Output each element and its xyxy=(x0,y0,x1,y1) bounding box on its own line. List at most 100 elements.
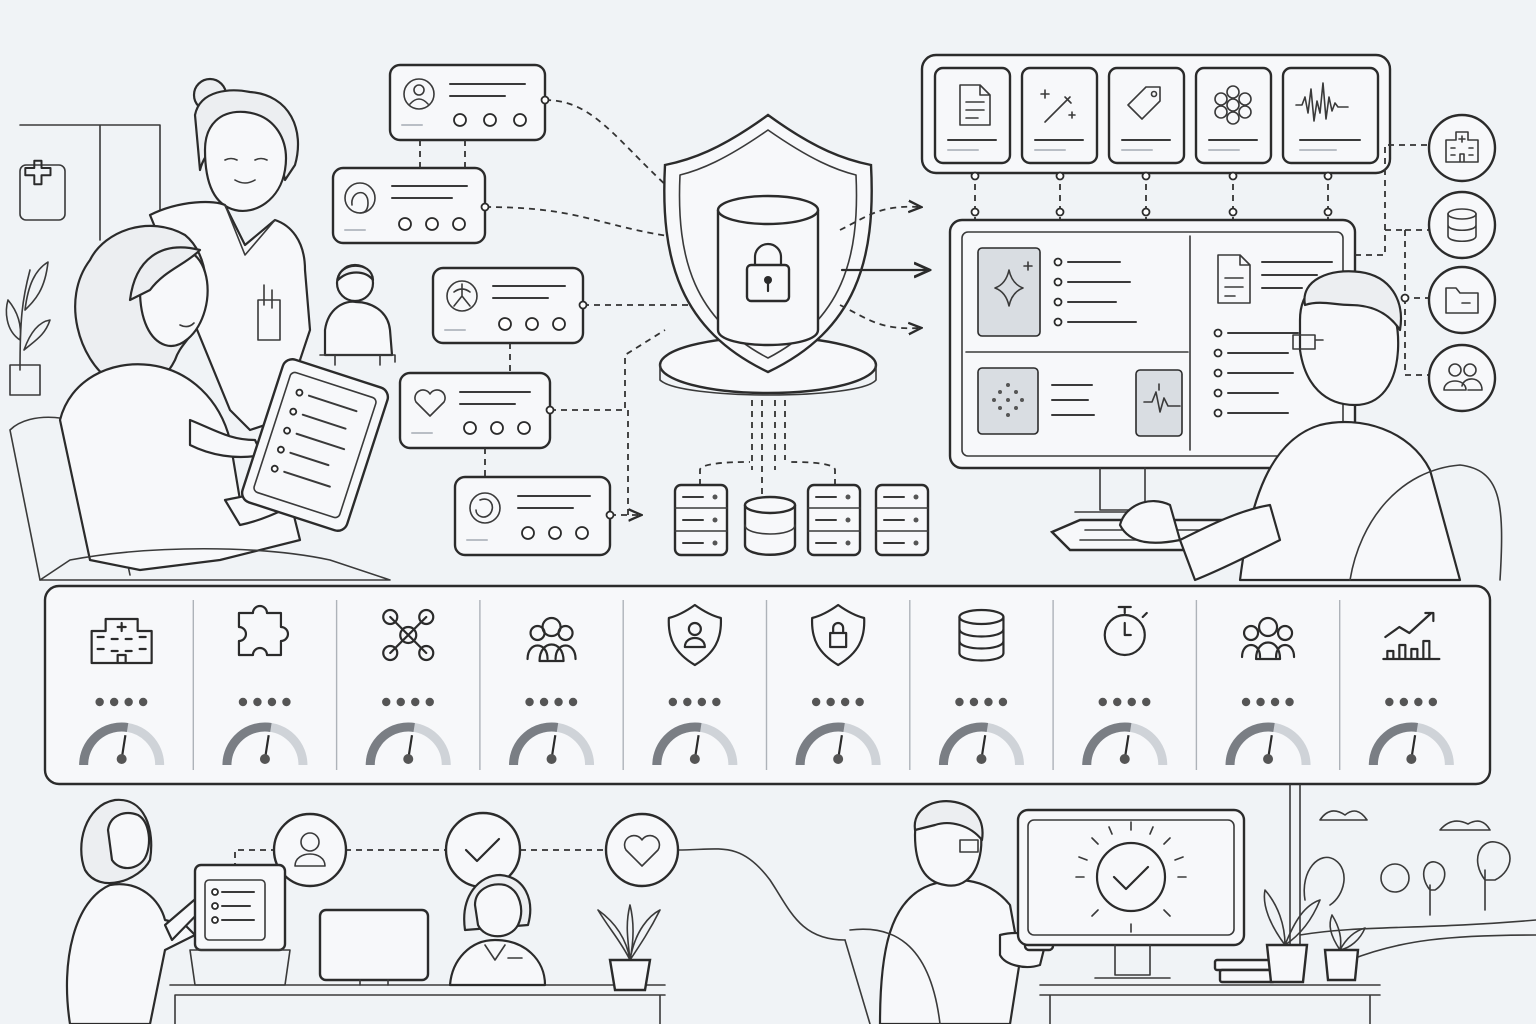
waveform-icon xyxy=(1295,82,1349,122)
check-burst-icon xyxy=(1075,821,1187,933)
document-icon xyxy=(959,84,991,126)
folder-icon xyxy=(1445,287,1479,314)
status-dot xyxy=(855,697,864,707)
status-dot xyxy=(1256,697,1265,707)
analytics-monitor[interactable] xyxy=(948,218,1357,513)
status-dot xyxy=(1113,697,1122,707)
metric-cell[interactable] xyxy=(79,617,165,766)
hospital-badge[interactable] xyxy=(1427,113,1497,183)
imaging-record-card[interactable] xyxy=(453,475,612,557)
puzzle-icon xyxy=(237,604,290,657)
profile-icon xyxy=(344,182,376,214)
metric-cell[interactable] xyxy=(479,600,595,770)
database-icon xyxy=(743,495,797,556)
status-dot xyxy=(1098,697,1107,707)
status-dot xyxy=(1285,697,1294,707)
folder-badge[interactable] xyxy=(1427,265,1497,335)
gauge xyxy=(938,722,1024,766)
user-icon xyxy=(294,832,326,867)
scan-icon xyxy=(446,280,478,312)
signal-panel xyxy=(977,367,1183,437)
metric-cell[interactable] xyxy=(1338,600,1454,770)
status-dot xyxy=(1428,697,1438,707)
nurse-figure xyxy=(148,77,312,432)
status-dot xyxy=(984,697,993,707)
status-dot xyxy=(396,697,405,707)
status-dot xyxy=(826,697,835,707)
users-badge[interactable] xyxy=(1427,343,1497,413)
server-rack-icon xyxy=(673,483,729,557)
organ-scan-icon xyxy=(469,492,501,524)
check-in-kiosk[interactable] xyxy=(189,863,291,986)
ecg-icon xyxy=(1143,383,1181,413)
status-monitor[interactable] xyxy=(1016,808,1246,979)
status-dot xyxy=(1127,697,1136,707)
status-dot xyxy=(1241,697,1251,707)
journey-step-user[interactable] xyxy=(272,812,348,888)
plant-icon xyxy=(597,904,661,992)
gauge xyxy=(222,722,308,766)
status-dot xyxy=(109,697,119,707)
lock-shield-icon xyxy=(811,603,866,667)
tablet-device[interactable] xyxy=(240,357,391,534)
user-record-card[interactable] xyxy=(388,63,547,142)
journey-step-heart[interactable] xyxy=(604,812,680,888)
status-dot xyxy=(282,697,291,707)
status-dot xyxy=(811,697,821,707)
metric-cell[interactable] xyxy=(1195,600,1311,770)
module-network[interactable] xyxy=(1194,66,1273,165)
gauge xyxy=(365,722,451,766)
module-document[interactable] xyxy=(933,66,1012,165)
report-panel xyxy=(1213,254,1333,418)
module-magic-wand[interactable] xyxy=(1020,66,1099,165)
metric-cell[interactable] xyxy=(335,600,451,770)
cardiology-record-card[interactable] xyxy=(398,371,552,450)
scan-record-card[interactable] xyxy=(431,266,585,345)
user-shield-icon xyxy=(667,603,722,667)
sparkle-icon xyxy=(994,261,1033,307)
journey-step-check[interactable] xyxy=(444,811,522,889)
profile-record-card[interactable] xyxy=(331,166,487,245)
users-icon xyxy=(526,616,577,663)
kiosk-user-figure xyxy=(65,798,210,1024)
database-badge[interactable] xyxy=(1427,190,1497,260)
gauge xyxy=(79,722,165,766)
metric-cell[interactable] xyxy=(765,600,881,770)
server-rack-icon xyxy=(874,483,930,557)
flower-network-icon xyxy=(1214,85,1252,125)
status-dot xyxy=(568,697,578,707)
database-icon xyxy=(958,608,1005,662)
module-waveform[interactable] xyxy=(1281,66,1380,165)
stopwatch-icon xyxy=(1103,605,1148,657)
side-badges xyxy=(1355,113,1497,413)
gauge xyxy=(1368,722,1454,766)
status-dot xyxy=(840,697,850,707)
metric-cell[interactable] xyxy=(1052,600,1168,770)
status-dot xyxy=(1270,697,1280,707)
status-dot xyxy=(1399,697,1409,707)
status-dot xyxy=(124,697,133,707)
status-dot xyxy=(138,697,148,707)
status-dot xyxy=(267,697,277,707)
status-dot xyxy=(712,697,721,707)
gauge xyxy=(509,722,595,766)
status-dot xyxy=(969,697,979,707)
hospital-icon xyxy=(1445,131,1479,163)
metrics-bar xyxy=(43,584,1492,786)
patient-journey xyxy=(234,811,846,941)
metric-cell[interactable] xyxy=(909,600,1024,770)
status-dot xyxy=(1142,697,1151,707)
magic-wand-icon xyxy=(1040,89,1076,123)
status-dot xyxy=(411,697,420,707)
metric-cell[interactable] xyxy=(192,600,308,770)
metric-cell[interactable] xyxy=(622,600,738,770)
child-figure xyxy=(319,263,396,366)
status-dot xyxy=(668,697,678,707)
reception-desk xyxy=(169,908,666,1024)
secure-vault[interactable] xyxy=(658,113,878,500)
hospital-icon xyxy=(90,617,153,665)
check-icon xyxy=(464,837,501,863)
module-tag[interactable] xyxy=(1107,66,1186,165)
database-icon xyxy=(1447,208,1477,243)
status-dot xyxy=(539,697,549,707)
